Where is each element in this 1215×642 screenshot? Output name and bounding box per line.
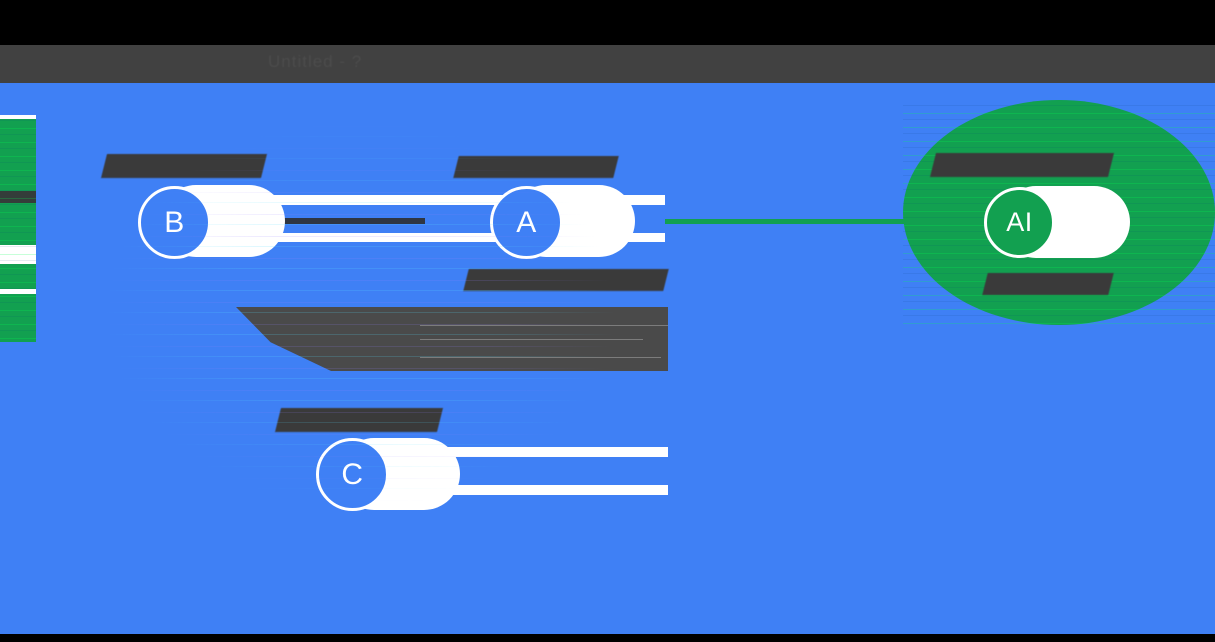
window-title: Untitled - ? bbox=[268, 52, 363, 71]
edge-a-to-ai bbox=[665, 219, 995, 224]
node-ai[interactable]: AI bbox=[984, 187, 1055, 258]
node-a[interactable]: A bbox=[490, 186, 563, 259]
pill-bleed-c-2 bbox=[425, 485, 668, 495]
node-b[interactable]: B bbox=[138, 186, 211, 259]
pill-bleed-c-1 bbox=[425, 447, 668, 457]
pill-bleed-a-2 bbox=[600, 233, 665, 242]
label-below-a: (illegible) bbox=[463, 269, 669, 291]
node-a-label: A bbox=[516, 205, 537, 239]
label-above-ai: (illegible) bbox=[930, 153, 1114, 177]
letterbox-top bbox=[0, 0, 1215, 45]
label-below-ai: (illegible) bbox=[982, 273, 1114, 295]
pill-bleed-a-1 bbox=[600, 195, 665, 205]
node-ai-label: AI bbox=[1006, 207, 1033, 237]
green-region-left bbox=[0, 115, 36, 342]
pill-bleed-b-1 bbox=[250, 195, 665, 205]
window-titlebar[interactable] bbox=[0, 45, 1215, 83]
node-b-label: B bbox=[164, 205, 185, 239]
label-above-a: (illegible) bbox=[453, 156, 619, 178]
graph-canvas[interactable]: (illegible) B (illegible) A (illegible) … bbox=[0, 83, 1215, 634]
pill-bleed-b-2 bbox=[250, 233, 665, 242]
node-c-label: C bbox=[341, 457, 364, 491]
label-center-block-tail bbox=[420, 313, 668, 371]
label-above-b: (illegible) bbox=[101, 154, 267, 178]
edge-b-to-a bbox=[282, 218, 425, 224]
label-above-c: (illegible) bbox=[275, 408, 443, 432]
node-c[interactable]: C bbox=[316, 438, 389, 511]
letterbox-bottom bbox=[0, 634, 1215, 642]
